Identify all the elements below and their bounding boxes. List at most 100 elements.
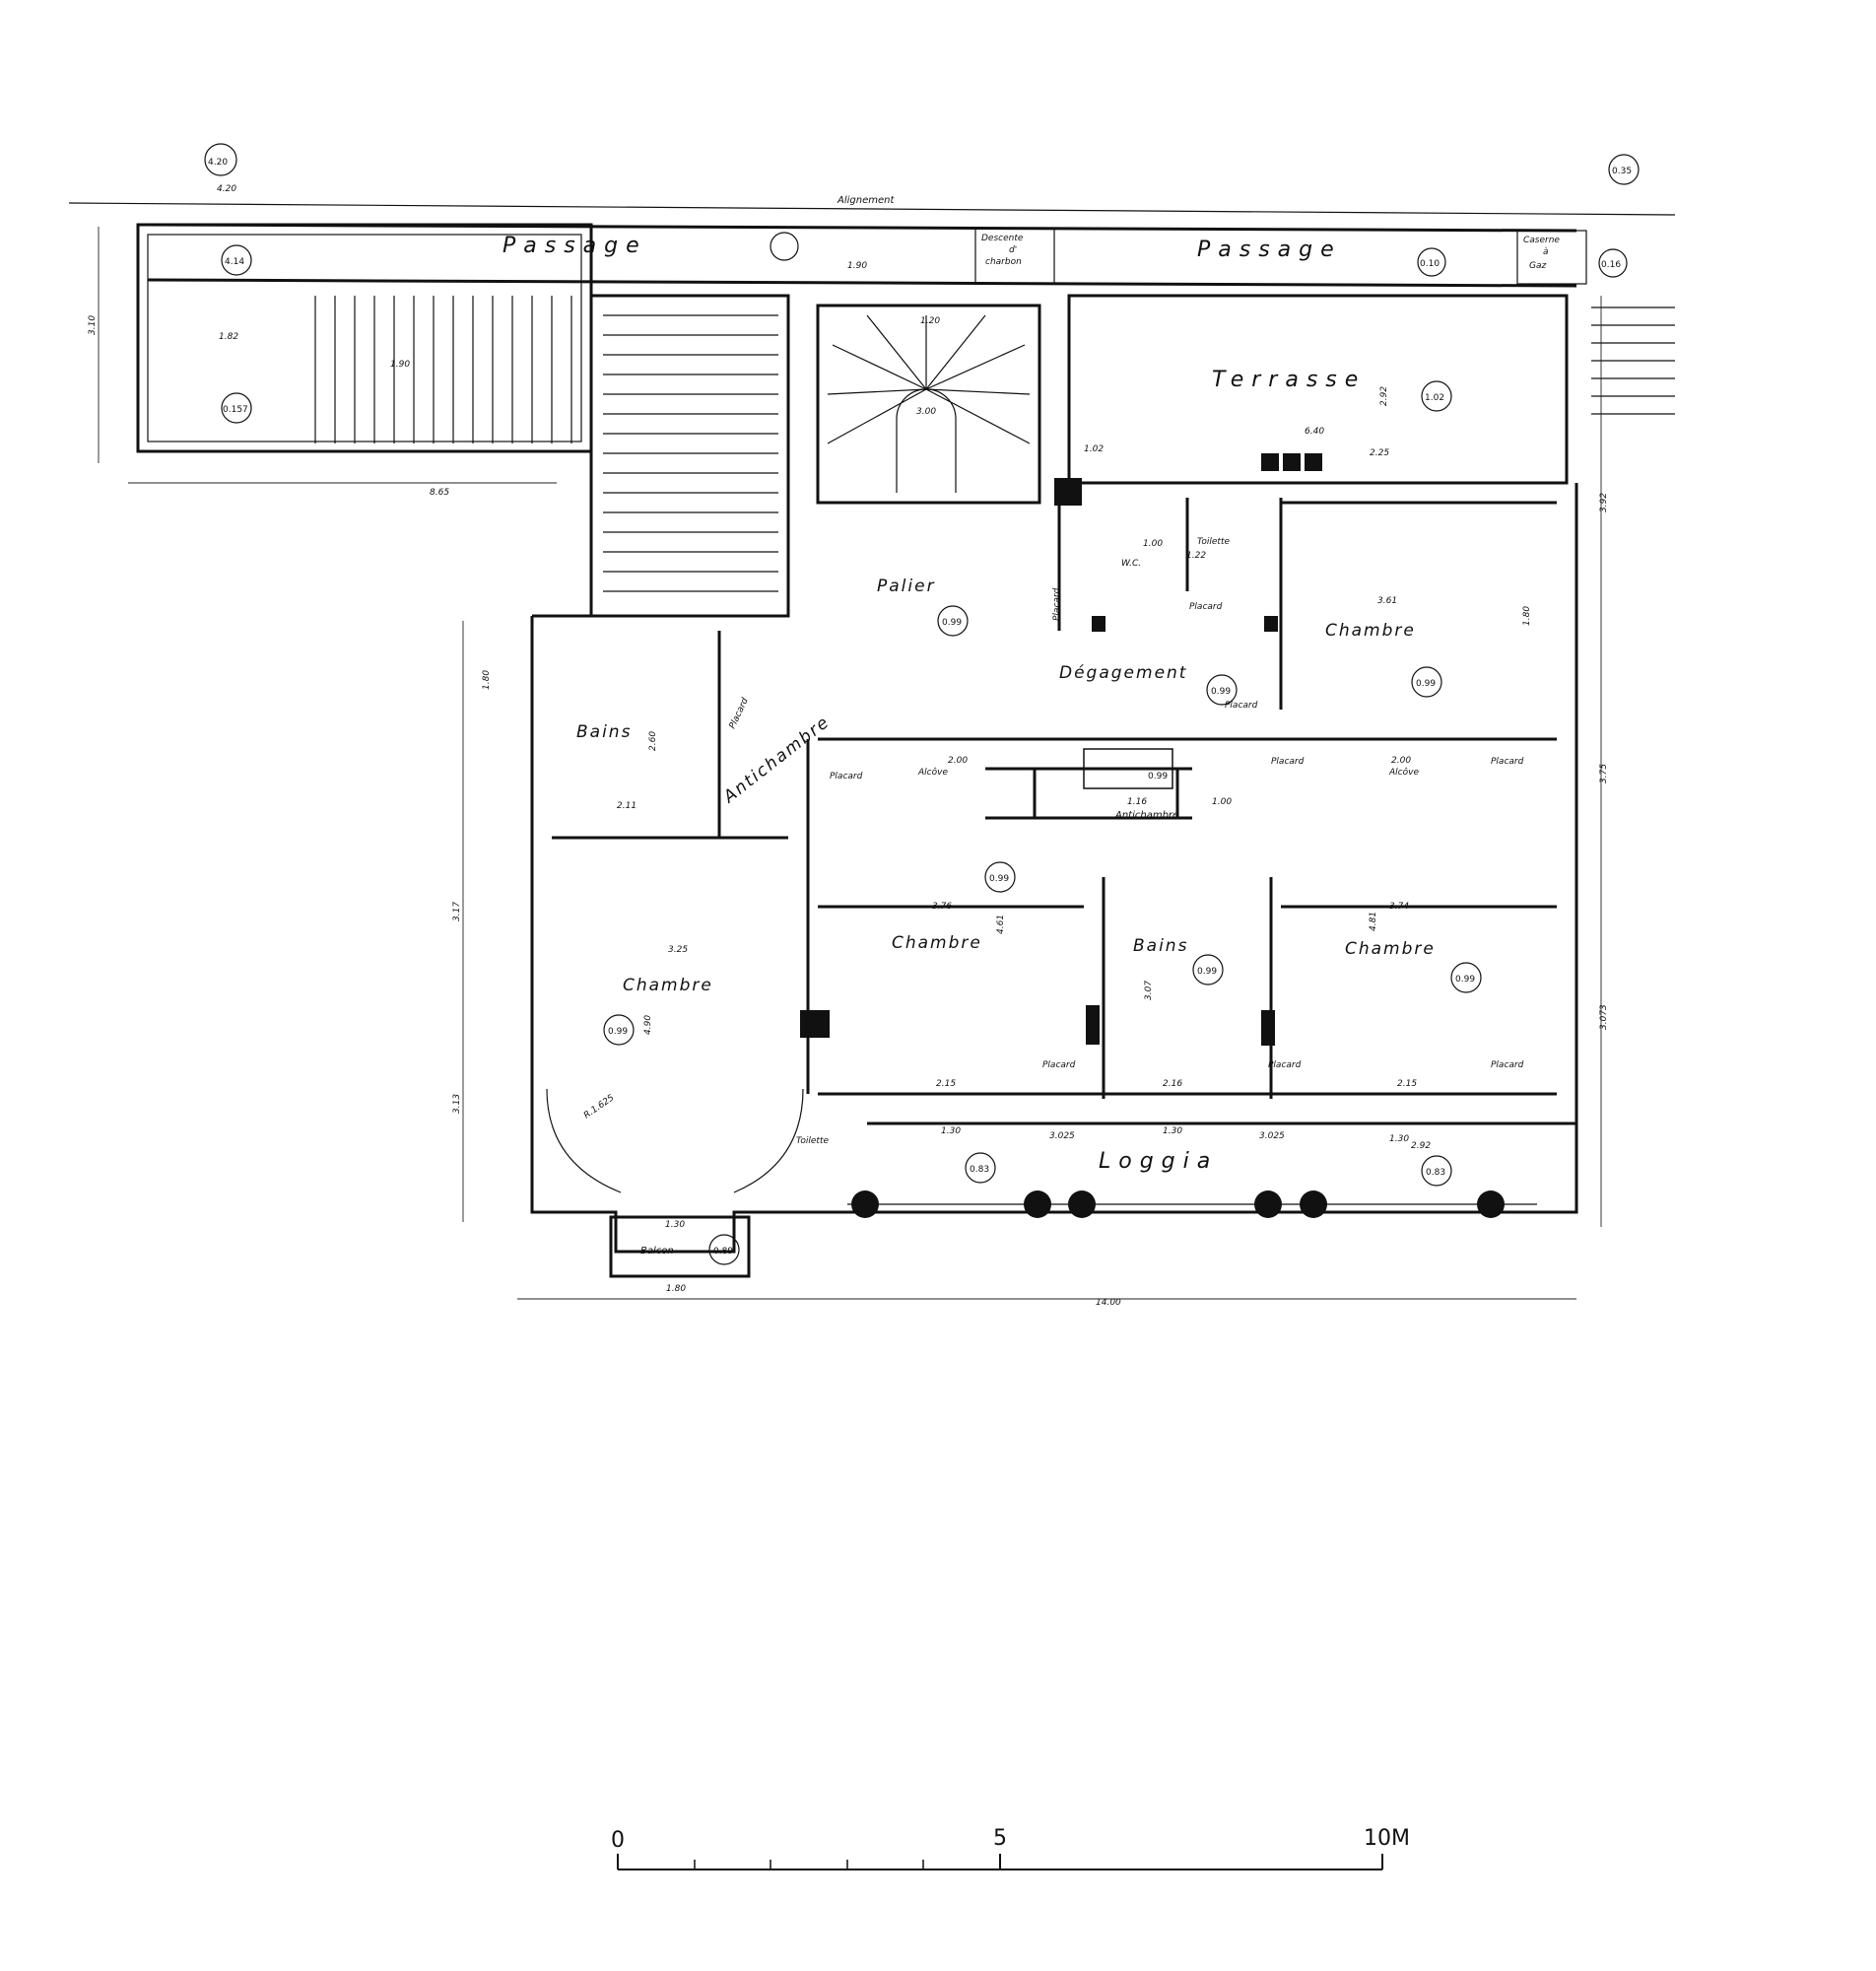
antichambre-c-label: Antichambre — [1114, 810, 1178, 821]
terrasse-label: Terrasse — [1212, 368, 1366, 392]
scale-label-0: 0 — [611, 1828, 625, 1853]
cabine-gaz-label: Caserne — [1523, 236, 1560, 245]
loggia-label: Loggia — [1099, 1149, 1218, 1174]
terrasse: Terrasse 1.02 0.10 0.16 0.35 6.40 1.02 2… — [1067, 154, 1675, 485]
dim-d1: 4.20 — [217, 184, 236, 194]
dim-d16: 2.60 — [648, 731, 658, 751]
level-marker-5: 0.10 — [1420, 259, 1440, 269]
level-marker-18: 0.89 — [713, 1247, 733, 1257]
level-marker-14: 0.99 — [1455, 975, 1475, 985]
main-building-outline — [530, 483, 1578, 1254]
placard-6: Placard — [1491, 757, 1524, 767]
dim-d45: 2.92 — [1411, 1141, 1431, 1151]
level-marker-12: 0.99 — [989, 874, 1009, 884]
passage-strip: Passage Passage Descente d' charbon Case… — [147, 223, 1587, 288]
dim-d20: 3.76 — [932, 902, 952, 912]
dim-d15: 1.80 — [482, 670, 492, 690]
placard-10: Placard — [1225, 701, 1258, 711]
level-marker-4: 0.157 — [223, 405, 248, 415]
dim-d44: 3.073 — [1599, 1004, 1609, 1030]
dim-d9: 6.40 — [1305, 427, 1324, 437]
dim-d37: 1.80 — [666, 1284, 686, 1294]
cabine-gaz-label-3: Gaz — [1529, 261, 1546, 271]
placard-3: Placard — [728, 697, 751, 731]
toilette-s-label: Toilette — [796, 1136, 829, 1146]
spiral-stair: 1.20 3.00 — [816, 304, 1041, 505]
alcove-w-label: Alcôve — [917, 767, 948, 778]
dim-d3: 1.82 — [219, 332, 238, 342]
dim-d39: 3.75 — [1599, 764, 1609, 783]
dim-d5: 3.10 — [88, 315, 98, 335]
dim-d30: 2.15 — [1397, 1079, 1417, 1089]
upper-left-stair: 4.20 4.14 0.157 4.20 1.90 1.82 1.90 3.10… — [88, 143, 867, 498]
level-marker-8: 0.99 — [942, 618, 962, 628]
dim-d26: 3.74 — [1389, 902, 1409, 912]
dim-d4: 1.90 — [390, 360, 410, 370]
dim-d18: 3.25 — [668, 945, 688, 955]
placard-9: Placard — [1491, 1060, 1524, 1070]
placard-4: Placard — [830, 772, 863, 782]
placard-7: Placard — [1042, 1060, 1076, 1070]
chambre-ne-label: Chambre — [1325, 621, 1416, 641]
level-marker-9: 0.99 — [1211, 687, 1231, 697]
level-marker-15: 0.99 — [1148, 772, 1168, 782]
balcon: Balcon 0.89 — [609, 1215, 751, 1278]
balcon-label: Balcon — [640, 1246, 674, 1257]
dim-d32: 3.025 — [1049, 1131, 1075, 1141]
dim-d7: 1.20 — [920, 316, 940, 326]
dim-d38: 14.00 — [1096, 1298, 1121, 1308]
chambre-e-label: Chambre — [1345, 939, 1436, 959]
dim-d13: 1.00 — [1143, 539, 1163, 549]
palier-label: Palier — [877, 577, 936, 596]
cabine-gaz-label-2: à — [1543, 247, 1549, 257]
descente-label: Descente — [981, 234, 1024, 243]
wc-label: W.C. — [1121, 559, 1141, 569]
level-marker-17: 0.83 — [1426, 1168, 1445, 1178]
level-marker-13: 0.99 — [1197, 967, 1217, 977]
bains-c-label: Bains — [1133, 936, 1188, 956]
level-marker-11: 0.99 — [608, 1027, 628, 1037]
dim-d33: 1.30 — [1163, 1126, 1182, 1136]
dim-d24: 1.16 — [1127, 797, 1147, 807]
dim-d12: 3.61 — [1377, 596, 1397, 606]
dim-d31: 1.30 — [941, 1126, 961, 1136]
level-marker-2: 0.35 — [1612, 167, 1632, 176]
dim-d28: 2.15 — [936, 1079, 956, 1089]
dim-d25: 1.00 — [1212, 797, 1232, 807]
dim-d46: 1.80 — [1522, 606, 1532, 626]
placard-5: Placard — [1271, 757, 1305, 767]
dim-d19: 4.90 — [643, 1015, 653, 1035]
main-stair-flight — [589, 294, 790, 618]
dim-d8: 3.00 — [916, 407, 936, 417]
dimension-lines — [98, 227, 1602, 1227]
placard-2: Placard — [1189, 602, 1223, 612]
degagement-label: Dégagement — [1059, 663, 1187, 683]
level-marker-6: 0.16 — [1601, 260, 1621, 270]
level-marker-10: 0.99 — [1416, 679, 1436, 689]
dim-d48: 3.07 — [1144, 981, 1154, 1000]
passage-left-label: Passage — [502, 234, 647, 258]
dim-d43: R.1.625 — [582, 1093, 617, 1121]
dim-d21: 4.61 — [996, 915, 1006, 934]
dim-d40: 3.92 — [1599, 493, 1609, 512]
dim-d29: 2.16 — [1163, 1079, 1182, 1089]
dim-d34: 3.025 — [1259, 1131, 1285, 1141]
dim-d41: 3.17 — [452, 902, 462, 921]
level-marker-7: 1.02 — [1425, 393, 1444, 403]
chambre-sw-label: Chambre — [623, 976, 713, 995]
scale-bar: 0 5 10M — [611, 1826, 1410, 1870]
toilette-n-label: Toilette — [1197, 537, 1230, 547]
dim-d36: 1.30 — [665, 1220, 685, 1230]
alignement-label: Alignement — [837, 195, 895, 206]
dim-d42: 3.13 — [452, 1094, 462, 1114]
bains-w-label: Bains — [576, 722, 632, 742]
level-marker-16: 0.83 — [970, 1165, 989, 1175]
room-labels: Palier 0.99 Dégagement 0.99 Chambre 0.99… — [576, 537, 1482, 1146]
dim-d23: 2.00 — [1391, 756, 1411, 766]
stair-treads-left — [314, 296, 572, 443]
dim-d35: 1.30 — [1389, 1134, 1409, 1144]
exterior-steps-right — [1591, 306, 1675, 415]
dim-d6: 8.65 — [430, 488, 449, 498]
dim-d27: 4.81 — [1369, 912, 1378, 931]
